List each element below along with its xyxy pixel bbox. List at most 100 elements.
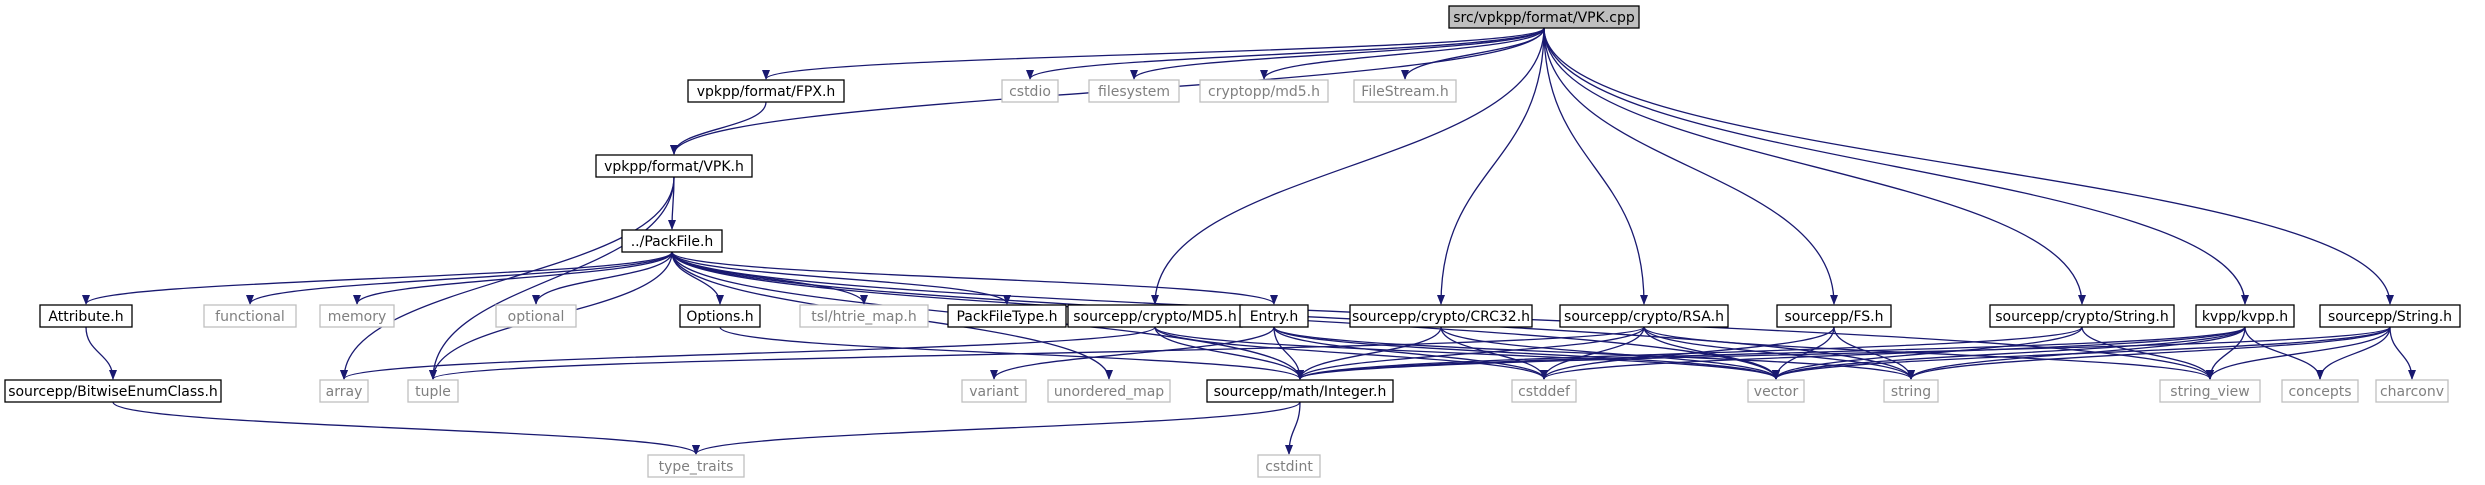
edge-vpk_cpp-to-cstdio bbox=[1026, 27, 1545, 80]
node-optional: optional bbox=[495, 304, 577, 328]
edge-attribute_h-to-bitwise_h bbox=[85, 326, 117, 380]
edge-bitwise_h-to-type_traits bbox=[112, 401, 700, 455]
node-box bbox=[1883, 379, 1939, 403]
edge-entry_h-to-cstddef bbox=[1273, 326, 1548, 380]
node-label: sourcepp/BitwiseEnumClass.h bbox=[8, 384, 218, 400]
edge-vpk_cpp-to-md5_cryptopp bbox=[1260, 27, 1545, 80]
node-vpk_h[interactable]: vpkpp/format/VPK.h bbox=[595, 154, 753, 178]
node-label: sourcepp/crypto/CRC32.h bbox=[1352, 309, 1530, 325]
node-box bbox=[2281, 379, 2359, 403]
edge-kvpp_h-to-cstddef bbox=[1540, 326, 2246, 380]
edge-vpk_cpp-to-crypto_string bbox=[1543, 27, 2086, 305]
node-fpx_h[interactable]: vpkpp/format/FPX.h bbox=[687, 79, 845, 103]
edge-crypto_string-to-vector bbox=[1772, 326, 2083, 380]
node-crypto_string[interactable]: sourcepp/crypto/String.h bbox=[1989, 304, 2175, 328]
node-label: vpkpp/format/VPK.h bbox=[604, 159, 744, 175]
edge-kvpp_h-to-concepts bbox=[2244, 326, 2324, 380]
node-fs_h[interactable]: sourcepp/FS.h bbox=[1776, 304, 1892, 328]
node-label: type_traits bbox=[659, 459, 734, 475]
node-tuple: tuple bbox=[407, 379, 459, 403]
node-label: vector bbox=[1754, 384, 1799, 400]
node-label: charconv bbox=[2380, 384, 2444, 400]
node-label: PackFileType.h bbox=[956, 309, 1057, 325]
node-label: Options.h bbox=[686, 309, 753, 325]
node-attribute_h[interactable]: Attribute.h bbox=[39, 304, 133, 328]
node-box bbox=[495, 304, 577, 328]
edge-kvpp_h-to-integer_h bbox=[1296, 326, 2246, 380]
node-label: cstddef bbox=[1518, 384, 1571, 400]
node-box bbox=[1776, 304, 1892, 328]
node-kvpp_h[interactable]: kvpp/kvpp.h bbox=[2195, 304, 2295, 328]
node-filesystem: filesystem bbox=[1088, 79, 1180, 103]
node-box bbox=[1088, 79, 1180, 103]
node-box bbox=[1257, 454, 1321, 478]
node-box bbox=[1747, 379, 1805, 403]
node-box bbox=[1511, 379, 1577, 403]
node-box bbox=[595, 154, 753, 178]
node-sp_string[interactable]: sourcepp/String.h bbox=[2319, 304, 2461, 328]
edge-sp_string-to-string_view bbox=[2206, 326, 2391, 380]
node-entry_h[interactable]: Entry.h bbox=[1239, 304, 1309, 328]
node-label: Attribute.h bbox=[48, 309, 123, 325]
node-bitwise_h[interactable]: sourcepp/BitwiseEnumClass.h bbox=[4, 379, 222, 403]
edge-crypto_rsa-to-integer_h bbox=[1296, 326, 1645, 380]
node-label: sourcepp/math/Integer.h bbox=[1214, 384, 1387, 400]
node-box bbox=[1448, 5, 1640, 29]
node-box bbox=[2195, 304, 2295, 328]
node-charconv: charconv bbox=[2375, 379, 2449, 403]
node-box bbox=[1353, 79, 1457, 103]
node-label: sourcepp/String.h bbox=[2328, 309, 2452, 325]
node-box bbox=[2159, 379, 2261, 403]
node-label: tsl/htrie_map.h bbox=[811, 309, 916, 325]
edge-entry_h-to-vector bbox=[1273, 326, 1780, 380]
node-crypto_rsa[interactable]: sourcepp/crypto/RSA.h bbox=[1559, 304, 1729, 328]
node-box bbox=[1989, 304, 2175, 328]
node-label: kvpp/kvpp.h bbox=[2202, 309, 2288, 325]
node-box bbox=[1199, 79, 1329, 103]
node-string: string bbox=[1883, 379, 1939, 403]
edge-vpk_cpp-to-filesystem bbox=[1130, 27, 1545, 80]
node-label: array bbox=[326, 384, 363, 400]
node-label: tuple bbox=[415, 384, 451, 400]
node-label: vpkpp/format/FPX.h bbox=[697, 84, 836, 100]
edge-packfile_h-to-functional bbox=[246, 251, 673, 305]
node-label: src/vpkpp/format/VPK.cpp bbox=[1453, 10, 1635, 26]
edge-vpk_cpp-to-crypto_crc32 bbox=[1437, 27, 1545, 305]
node-label: sourcepp/crypto/String.h bbox=[1995, 309, 2168, 325]
edge-packfile_h-to-attribute_h bbox=[82, 251, 673, 305]
node-box bbox=[1047, 379, 1171, 403]
node-box bbox=[679, 304, 761, 328]
node-label: string_view bbox=[2170, 384, 2249, 400]
node-crypto_md5[interactable]: sourcepp/crypto/MD5.h bbox=[1067, 304, 1243, 328]
node-box bbox=[2319, 304, 2461, 328]
node-cstddef: cstddef bbox=[1511, 379, 1577, 403]
node-packfiletype_h[interactable]: PackFileType.h bbox=[947, 304, 1067, 328]
node-integer_h[interactable]: sourcepp/math/Integer.h bbox=[1206, 379, 1394, 403]
edge-sp_string-to-vector bbox=[1772, 326, 2391, 380]
node-options_h[interactable]: Options.h bbox=[679, 304, 761, 328]
node-label: memory bbox=[328, 309, 387, 325]
node-label: variant bbox=[969, 384, 1019, 400]
node-htrie_map: tsl/htrie_map.h bbox=[799, 304, 929, 328]
edge-vpk_cpp-to-crypto_rsa bbox=[1543, 27, 1648, 305]
node-box bbox=[203, 304, 297, 328]
edge-packfile_h-to-entry_h bbox=[671, 251, 1278, 305]
node-crypto_crc32[interactable]: sourcepp/crypto/CRC32.h bbox=[1349, 304, 1533, 328]
edge-kvpp_h-to-vector bbox=[1772, 326, 2246, 380]
edge-crypto_md5-to-integer_h bbox=[1154, 326, 1304, 380]
edge-vpk_cpp-to-fpx_h bbox=[762, 27, 1545, 80]
node-label: functional bbox=[215, 309, 285, 325]
node-label: cstdint bbox=[1265, 459, 1313, 475]
node-vpk_cpp[interactable]: src/vpkpp/format/VPK.cpp bbox=[1448, 5, 1640, 29]
node-packfile_h[interactable]: ../PackFile.h bbox=[621, 229, 723, 253]
edge-crypto_string-to-integer_h bbox=[1296, 326, 2083, 380]
node-box bbox=[947, 304, 1067, 328]
node-box bbox=[1001, 79, 1059, 103]
edge-vpk_cpp-to-filestream bbox=[1401, 27, 1545, 80]
edge-crypto_crc32-to-vector bbox=[1440, 326, 1780, 380]
edge-entry_h-to-variant bbox=[990, 326, 1275, 380]
node-box bbox=[687, 79, 845, 103]
node-cstdio: cstdio bbox=[1001, 79, 1059, 103]
node-label: ../PackFile.h bbox=[631, 234, 714, 250]
